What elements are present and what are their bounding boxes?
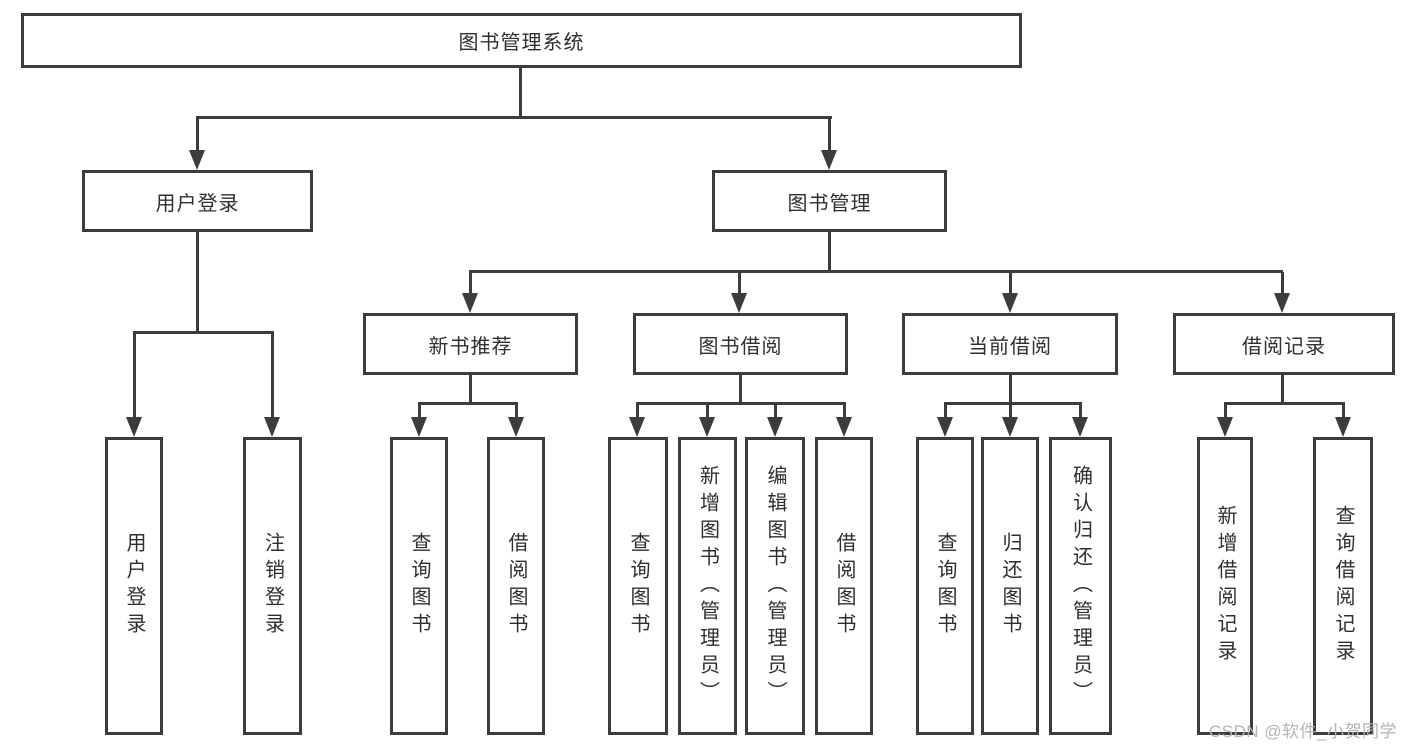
node-book-management: 图书管理 [712,170,947,232]
arrowhead-icon [264,417,280,437]
node-query-books-borrow: 查询图书 [608,437,668,735]
connector-line [469,373,472,405]
node-query-books-recommend: 查询图书 [390,437,448,735]
node-query-books-current: 查询图书 [916,437,974,735]
connector-line [636,404,639,419]
connector-line [1009,404,1012,419]
connector-line [515,404,518,419]
node-label: 新增借阅记录 [1214,505,1236,667]
connector-line [739,373,742,405]
node-add-books-admin: 新增图书（管理员） [678,437,737,735]
node-label: 借阅图书 [833,532,855,640]
arrowhead-icon [462,293,478,313]
connector-line [1009,272,1012,295]
arrowhead-icon [1335,417,1351,437]
connector-line [828,118,831,152]
arrowhead-icon [937,417,953,437]
arrowhead-icon [1274,293,1290,313]
connector-line [774,404,777,419]
connector-line [1079,404,1082,419]
csdn-watermark: CSDN @软件_小贺同学 [1208,722,1397,741]
node-label: 当前借阅 [968,335,1052,358]
connector-line [133,333,136,418]
connector-line [1224,404,1227,419]
node-label: 查询图书 [934,532,956,640]
node-label: 图书管理 [787,192,872,215]
connector-line [944,404,947,419]
connector-line [196,230,199,333]
arrowhead-icon [1002,293,1018,313]
node-label: 新增图书（管理员） [696,464,719,708]
node-confirm-return-admin: 确认归还（管理员） [1049,437,1112,735]
node-return-books: 归还图书 [981,437,1039,735]
connector-line [1224,402,1345,405]
connector-line [133,331,274,334]
connector-line [196,116,832,119]
node-label: 借阅图书 [505,532,527,640]
node-label: 用户登录 [155,192,240,215]
connector-line [944,402,1082,405]
node-label: 归还图书 [999,532,1021,640]
node-label: 编辑图书（管理员） [764,464,786,708]
arrowhead-icon [189,150,205,170]
node-label: 注销登录 [261,532,284,640]
arrowhead-icon [731,293,747,313]
connector-line [418,402,518,405]
connector-line [519,66,522,118]
node-edit-books-admin: 编辑图书（管理员） [745,437,805,735]
arrowhead-icon [767,417,783,437]
arrowhead-icon [836,417,852,437]
node-new-book-recommend: 新书推荐 [363,313,578,375]
node-borrow-books-recommend: 借阅图书 [487,437,545,735]
arrowhead-icon [508,417,524,437]
node-label: 图书管理系统 [458,32,585,54]
connector-line [1342,404,1345,419]
node-label: 图书借阅 [698,335,783,358]
connector-line [418,404,421,419]
node-user-login-action: 用户登录 [105,437,163,735]
node-label: 查询图书 [627,532,649,640]
connector-line [469,272,472,295]
arrowhead-icon [699,417,715,437]
arrowhead-icon [629,417,645,437]
node-current-borrow: 当前借阅 [902,313,1118,375]
node-label: 用户登录 [123,532,145,640]
node-label: 查询图书 [408,532,430,640]
connector-line [706,404,709,419]
node-label: 确认归还（管理员） [1069,464,1092,708]
connector-line [843,404,846,419]
connector-line [469,270,1283,273]
node-logout-action: 注销登录 [243,437,302,735]
arrowhead-icon [126,417,142,437]
node-add-borrow-record: 新增借阅记录 [1197,437,1253,735]
arrowhead-icon [411,417,427,437]
connector-line [828,230,831,273]
node-query-borrow-record: 查询借阅记录 [1313,437,1373,735]
node-label: 查询借阅记录 [1332,505,1354,667]
arrowhead-icon [821,150,837,170]
connector-line [636,402,846,405]
node-borrow-record: 借阅记录 [1173,313,1395,375]
connector-line [1009,373,1012,405]
arrowhead-icon [1002,417,1018,437]
node-user-login: 用户登录 [82,170,313,232]
connector-line [196,118,199,152]
connector-line [738,272,741,295]
connector-line [1281,272,1284,295]
node-borrow-books: 借阅图书 [815,437,873,735]
connector-line [271,333,274,418]
node-book-borrow: 图书借阅 [633,313,848,375]
node-library-system: 图书管理系统 [21,13,1022,68]
arrowhead-icon [1072,417,1088,437]
arrowhead-icon [1217,417,1233,437]
node-label: 借阅记录 [1242,335,1326,358]
node-label: 新书推荐 [428,335,513,358]
connector-line [1281,373,1284,405]
